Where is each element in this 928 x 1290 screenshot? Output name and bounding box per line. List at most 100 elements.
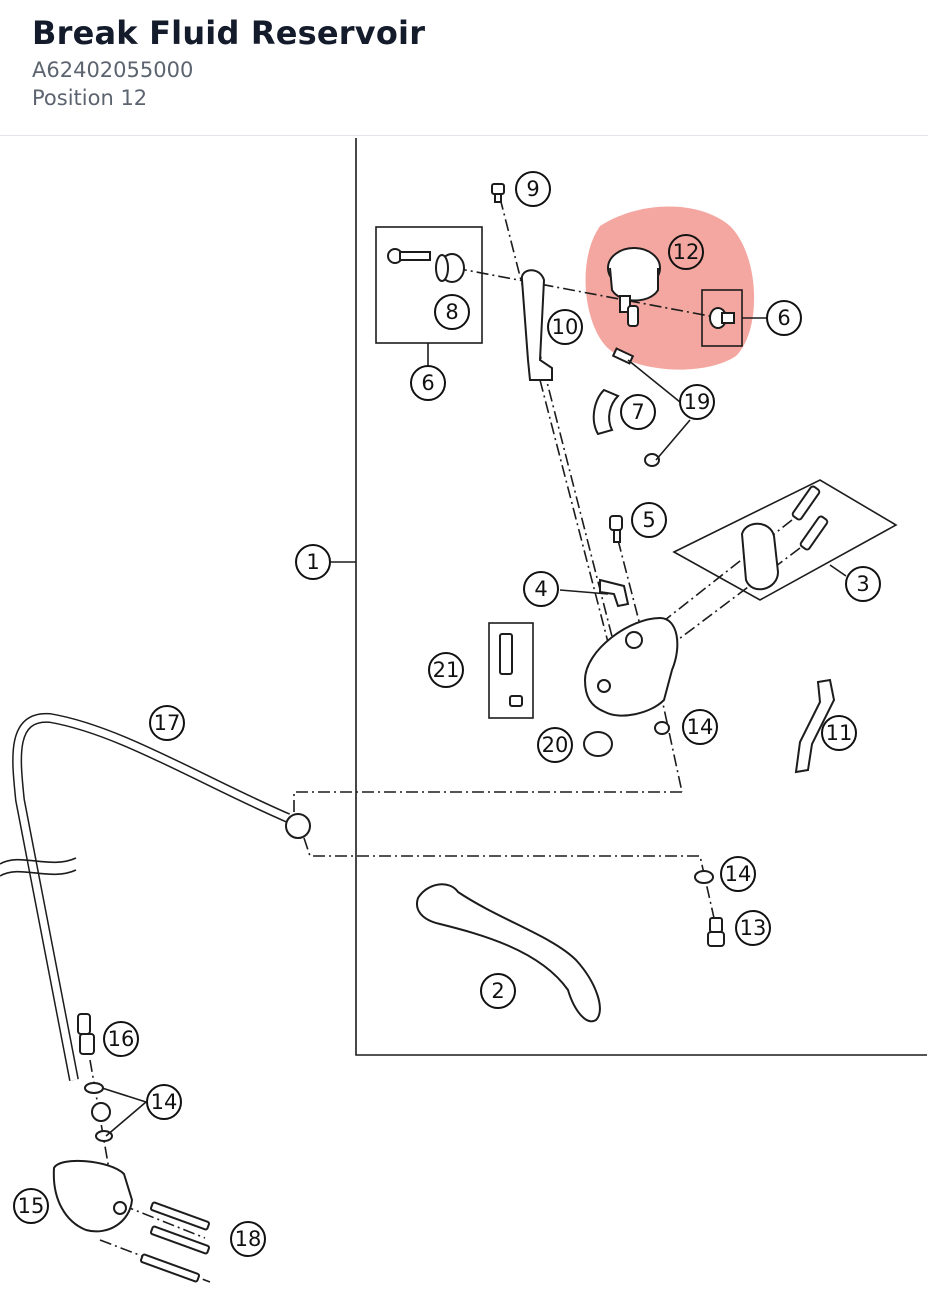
part-14-washer-a: [84, 1082, 104, 1094]
assembly-line-3b: [674, 547, 801, 643]
assembly-line-9: [499, 197, 619, 661]
kit-panel-3: [672, 479, 898, 601]
part-19-clamp-upper: [611, 347, 635, 365]
callout-15: 15: [13, 1188, 49, 1224]
part-10-bracket: [520, 269, 553, 381]
callout-circle: [720, 856, 756, 892]
callout-label: 12: [673, 240, 700, 264]
callout-circle: [434, 294, 470, 330]
callout-label: 7: [631, 400, 644, 424]
callout-label: 1: [306, 550, 319, 574]
callout-label: 14: [725, 862, 752, 886]
callout-circle: [295, 544, 331, 580]
callout-label: 18: [235, 1227, 262, 1251]
leader-19b: [655, 419, 691, 461]
callout-circle: [682, 709, 718, 745]
callout-label: 21: [433, 658, 460, 682]
part-17-banjo: [285, 813, 311, 839]
assembly-line-10: [539, 379, 611, 651]
callout-label: 16: [108, 1027, 135, 1051]
callout-circle: [631, 502, 667, 538]
callout-circle: [428, 652, 464, 688]
master-cylinder-port: [625, 631, 643, 649]
callout-label: 13: [740, 916, 767, 940]
callout-14: 14: [682, 709, 718, 745]
callout-circle: [845, 566, 881, 602]
callout-circle: [103, 1021, 139, 1057]
part-19-clamp-lower: [644, 453, 660, 467]
part-7-hose: [592, 388, 620, 436]
assembly-line-14: [659, 689, 683, 793]
callout-label: 15: [18, 1194, 45, 1218]
callout-17: 17: [149, 705, 185, 741]
assembly-frame: [355, 138, 927, 1056]
assembly-line-17b: [303, 837, 715, 919]
part-8-grommet: [387, 248, 465, 283]
callout-label: 3: [856, 572, 869, 596]
callout-circle: [620, 394, 656, 430]
part-2-lever: [416, 883, 601, 1023]
callout-circle: [515, 171, 551, 207]
callout-circle: [146, 1084, 182, 1120]
leader-14-bottom-b: [105, 1101, 147, 1137]
highlight-part-12: [585, 206, 755, 370]
kit-box-21: [488, 622, 534, 719]
callout-circle: [735, 910, 771, 946]
part-9-screw: [491, 183, 505, 203]
part-6-fitting: [709, 307, 735, 329]
assembly-line-5: [617, 539, 641, 626]
page-header: Break Fluid Reservoir A62402055000 Posit…: [0, 0, 928, 136]
kit-box-8: [375, 226, 483, 344]
part-4-fitting: [599, 578, 630, 608]
leader-14-bottom-a: [101, 1087, 147, 1103]
part-14-oring-upper: [654, 721, 670, 735]
callout-label: 10: [552, 315, 579, 339]
callout-18: 18: [230, 1221, 266, 1257]
callout-circle: [679, 384, 715, 420]
part-14-washer-b: [91, 1102, 111, 1122]
callout-circle: [523, 571, 559, 607]
assembly-line-18a: [121, 1204, 206, 1239]
part-5-fitting: [609, 515, 623, 543]
callout-circle: [410, 365, 446, 401]
assembly-line-8-12: [454, 267, 721, 319]
callout-9: 9: [515, 171, 551, 207]
callout-11: 11: [821, 715, 857, 751]
part-16-bleeder: [77, 1013, 95, 1055]
part-15-port: [113, 1201, 127, 1215]
leader-4: [559, 589, 609, 595]
position-label: Position 12: [32, 86, 148, 110]
part-3-clamp: [740, 485, 829, 591]
assembly-line-15: [89, 1059, 111, 1176]
callout-20: 20: [537, 727, 573, 763]
part-20-boot: [583, 731, 613, 757]
part-15-cylinder: [52, 1159, 134, 1233]
callout-circle: [821, 715, 857, 751]
callout-label: 4: [534, 577, 547, 601]
callout-circle: [668, 234, 704, 270]
hose-break-symbol: [0, 857, 77, 877]
callout-12: 12: [668, 234, 704, 270]
callout-circle: [230, 1221, 266, 1257]
leader-19a: [627, 359, 681, 403]
part-21-pin: [499, 633, 523, 707]
part-14-oring-lower: [694, 870, 714, 884]
callout-label: 2: [491, 979, 504, 1003]
callout-14: 14: [720, 856, 756, 892]
callout-6: 6: [766, 300, 802, 336]
callout-label: 14: [687, 715, 714, 739]
callout-label: 19: [684, 390, 711, 414]
callout-circle: [766, 300, 802, 336]
part-number: A62402055000: [32, 58, 194, 82]
callout-5: 5: [631, 502, 667, 538]
callout-4: 4: [523, 571, 559, 607]
callout-6: 6: [410, 365, 446, 401]
callout-label: 9: [526, 177, 539, 201]
part-12-reservoir: [607, 247, 661, 327]
callout-21: 21: [428, 652, 464, 688]
callout-8: 8: [434, 294, 470, 330]
callout-14: 14: [146, 1084, 182, 1120]
leader-3: [829, 564, 847, 577]
callout-10: 10: [547, 309, 583, 345]
